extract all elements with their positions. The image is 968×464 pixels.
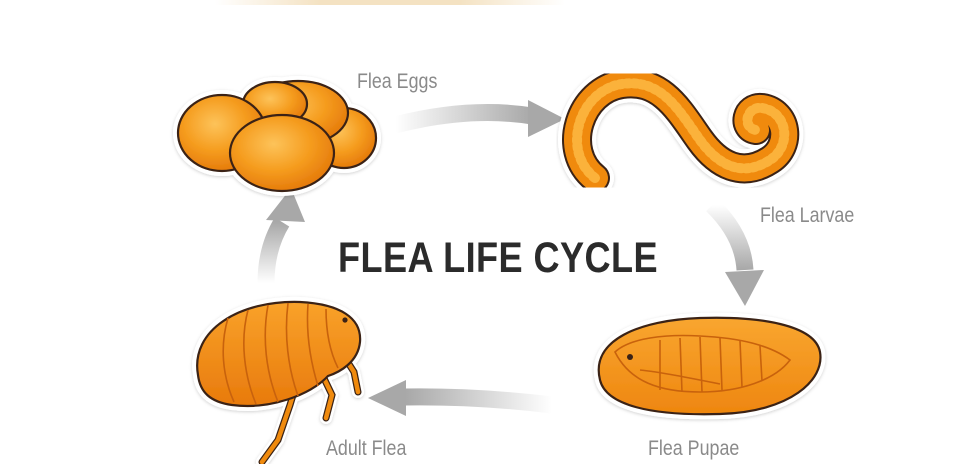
top-decorative-strip <box>215 0 565 5</box>
adult-flea-illustration <box>192 296 366 464</box>
label-flea-pupae: Flea Pupae <box>648 437 740 460</box>
label-flea-eggs: Flea Eggs <box>357 70 438 93</box>
flea-pupae-illustration <box>593 312 826 420</box>
arrow-adult-to-eggs <box>257 188 305 284</box>
label-flea-larvae: Flea Larvae <box>760 204 855 227</box>
flea-larvae-illustration <box>558 64 804 197</box>
arrow-eggs-to-larvae <box>392 100 565 137</box>
diagram-title: FLEA LIFE CYCLE <box>337 234 659 282</box>
arrow-larvae-to-pupae <box>705 198 764 306</box>
label-adult-flea: Adult Flea <box>326 437 407 460</box>
flea-eggs-illustration <box>173 76 381 196</box>
arrow-pupae-to-adult <box>368 380 554 416</box>
